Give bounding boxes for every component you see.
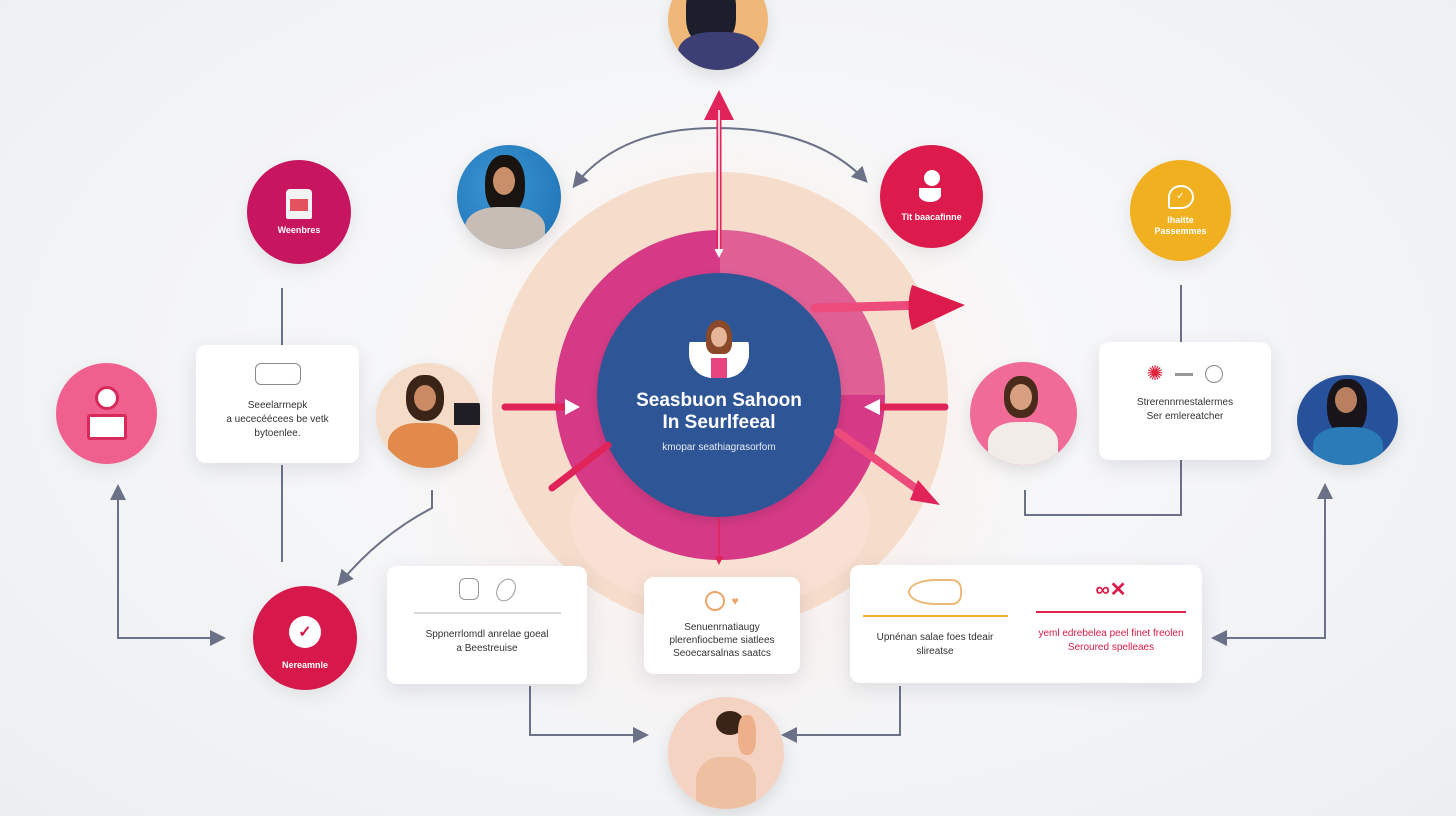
berry-node[interactable]: Weenbres (247, 160, 351, 264)
top-person-body (678, 32, 760, 70)
person-glyph-body (918, 188, 941, 202)
location-pin-profile-icon (85, 385, 129, 442)
gold-node-label-2: Passemmes (1154, 225, 1207, 236)
card-left-line-2: a uececéécees be vetk (226, 414, 329, 425)
connector-bottom-left (529, 686, 649, 743)
card-bottom-right-b-line-1: yeml edrebelea peel finet freolen (1038, 628, 1184, 639)
person-glyph-icon (917, 170, 947, 206)
connector-pink-loop (117, 500, 226, 646)
left-person-body (388, 423, 458, 468)
bottom-person-node[interactable] (668, 697, 784, 809)
blue-person-face (493, 167, 515, 195)
left-person-face (414, 385, 436, 411)
right-person-face (1010, 384, 1032, 410)
card-bottom-center-line-3: Seoecarsalnas saatcs (673, 648, 771, 659)
blue-person-body (465, 207, 545, 249)
info-card-right[interactable]: ✺ Strerennrnestalermes Ser emlereatcher (1099, 342, 1271, 460)
connector-photo-to-check (337, 490, 433, 587)
card-right-line-1: Strerennrnestalermes (1136, 397, 1234, 408)
laptop-icon (454, 403, 480, 425)
speech-bubble-check-icon: ✓ (1167, 184, 1194, 209)
card-reader-icon (286, 188, 312, 219)
far-right-person-node[interactable] (1297, 375, 1398, 465)
card-bottom-right-a-line-2: slireatse (916, 646, 954, 657)
gold-node[interactable]: ✓ Ihaitte Passemmes (1130, 160, 1231, 261)
left-person-node[interactable] (376, 363, 481, 468)
person-glyph-head (923, 170, 940, 186)
gear-link-icon: ✺ (1147, 364, 1224, 384)
card-bottom-right-a-line-1: Upnénan salae foes tdeair (876, 632, 994, 643)
info-card-left[interactable]: Seeelarrnepk a uececéécees be vetk bytoe… (196, 345, 359, 463)
center-hub[interactable]: Seasbuon Sahoon In Seurlfeeal kmopar sea… (597, 273, 841, 517)
check-circle-icon: ✓ (289, 615, 321, 648)
card-reader-screen (290, 198, 308, 211)
far-right-person-face (1335, 387, 1357, 413)
heart-icon: ♥ (731, 594, 739, 608)
card-right-line-2: Ser emlereatcher (1146, 411, 1224, 422)
dash-icon (1175, 372, 1194, 376)
center-title-line1: Seasbuon Sahoon (636, 389, 802, 411)
arrow-in-left-head (565, 399, 580, 415)
connector-far-right-loop (1211, 560, 1326, 646)
blue-person-node[interactable] (457, 145, 561, 249)
info-card-bottom-right[interactable]: Upnénan salae foes tdeair slireatse ∞✕ y… (850, 565, 1202, 683)
center-avatar (689, 317, 749, 378)
right-person-body (988, 422, 1058, 465)
card-bottom-left-line-1: Sppnerrlomdl anrelae goeal (425, 629, 549, 640)
card-bottom-left-divider (413, 612, 561, 614)
tools-link-icon: ∞✕ (1095, 579, 1127, 601)
center-title-line2: In Seurlfeeal (662, 411, 776, 433)
knot-icon (1205, 365, 1224, 383)
crimson-node[interactable]: Tit baacafinne (880, 145, 983, 248)
diag-arrow-lower-left (548, 441, 612, 492)
ring-icon (705, 591, 726, 611)
pin-bubble (94, 385, 119, 410)
big-arrow-right (810, 300, 930, 313)
card-left-line-3: bytoenlee. (254, 428, 301, 439)
card-bottom-center-line-2: plerenfiocbeme siatlees (669, 635, 775, 646)
far-right-person-body (1313, 427, 1383, 465)
check-node-label: Nereamnle (281, 659, 329, 670)
navy-core (597, 273, 841, 517)
gold-node-label-1: Ihaitte (1167, 214, 1194, 225)
connector-card-right-loop (1024, 460, 1182, 516)
bottom-person-body (696, 757, 756, 809)
info-card-bottom-left[interactable]: Sppnerrlomdl anrelae goeal a Beestreuise (387, 566, 587, 684)
card-left-line-1: Seeelarrnepk (247, 400, 308, 411)
avatar-top (711, 357, 727, 378)
diag-arrow-lower-right-head (910, 480, 940, 505)
check-node[interactable]: ✓ Nereamnle (253, 586, 357, 690)
pin-base (86, 413, 127, 440)
info-card-bottom-center[interactable]: ♥ Senuenrnatiaugy plerenfiocbeme siatlee… (644, 577, 800, 674)
cable-loop-icon (459, 575, 520, 605)
big-arrow-head (908, 285, 965, 330)
bottom-right-col-b-divider (1036, 611, 1186, 613)
avatar-face (711, 326, 727, 347)
top-person-node[interactable] (668, 0, 768, 70)
connector-arc-left (572, 127, 717, 189)
bottom-right-col-b[interactable]: ∞✕ yeml edrebelea peel finet freolen Ser… (1020, 565, 1202, 655)
crimson-node-label: Tit baacafinne (901, 212, 962, 222)
cable-loop-a (459, 578, 479, 600)
pink-node[interactable] (56, 363, 157, 464)
heart-ring-icon: ♥ (705, 591, 739, 611)
bottom-person-arm (738, 715, 756, 755)
card-bottom-center-line-1: Senuenrnatiaugy (684, 622, 760, 633)
center-subtitle: kmopar seathiagrasorfom (662, 441, 776, 453)
bottom-right-col-a[interactable]: Upnénan salae foes tdeair slireatse (850, 565, 1020, 659)
card-bottom-right-b-line-2: Seroured spelleaes (1067, 642, 1155, 653)
right-person-node[interactable] (970, 362, 1077, 465)
bottom-right-col-a-divider (862, 615, 1008, 617)
chat-blocks-icon (254, 363, 301, 385)
cable-loop-b (492, 575, 520, 605)
berry-node-label: Weenbres (277, 224, 321, 235)
connector-arc-right (715, 127, 868, 183)
arrow-in-right-head (864, 399, 880, 415)
hand-swirl-icon (908, 579, 962, 605)
gear-icon: ✺ (1146, 363, 1164, 385)
connector-bottom-right (781, 686, 901, 743)
diag-arrow-lower-right (834, 428, 929, 499)
card-bottom-left-line-2: a Beestreuise (456, 643, 518, 654)
